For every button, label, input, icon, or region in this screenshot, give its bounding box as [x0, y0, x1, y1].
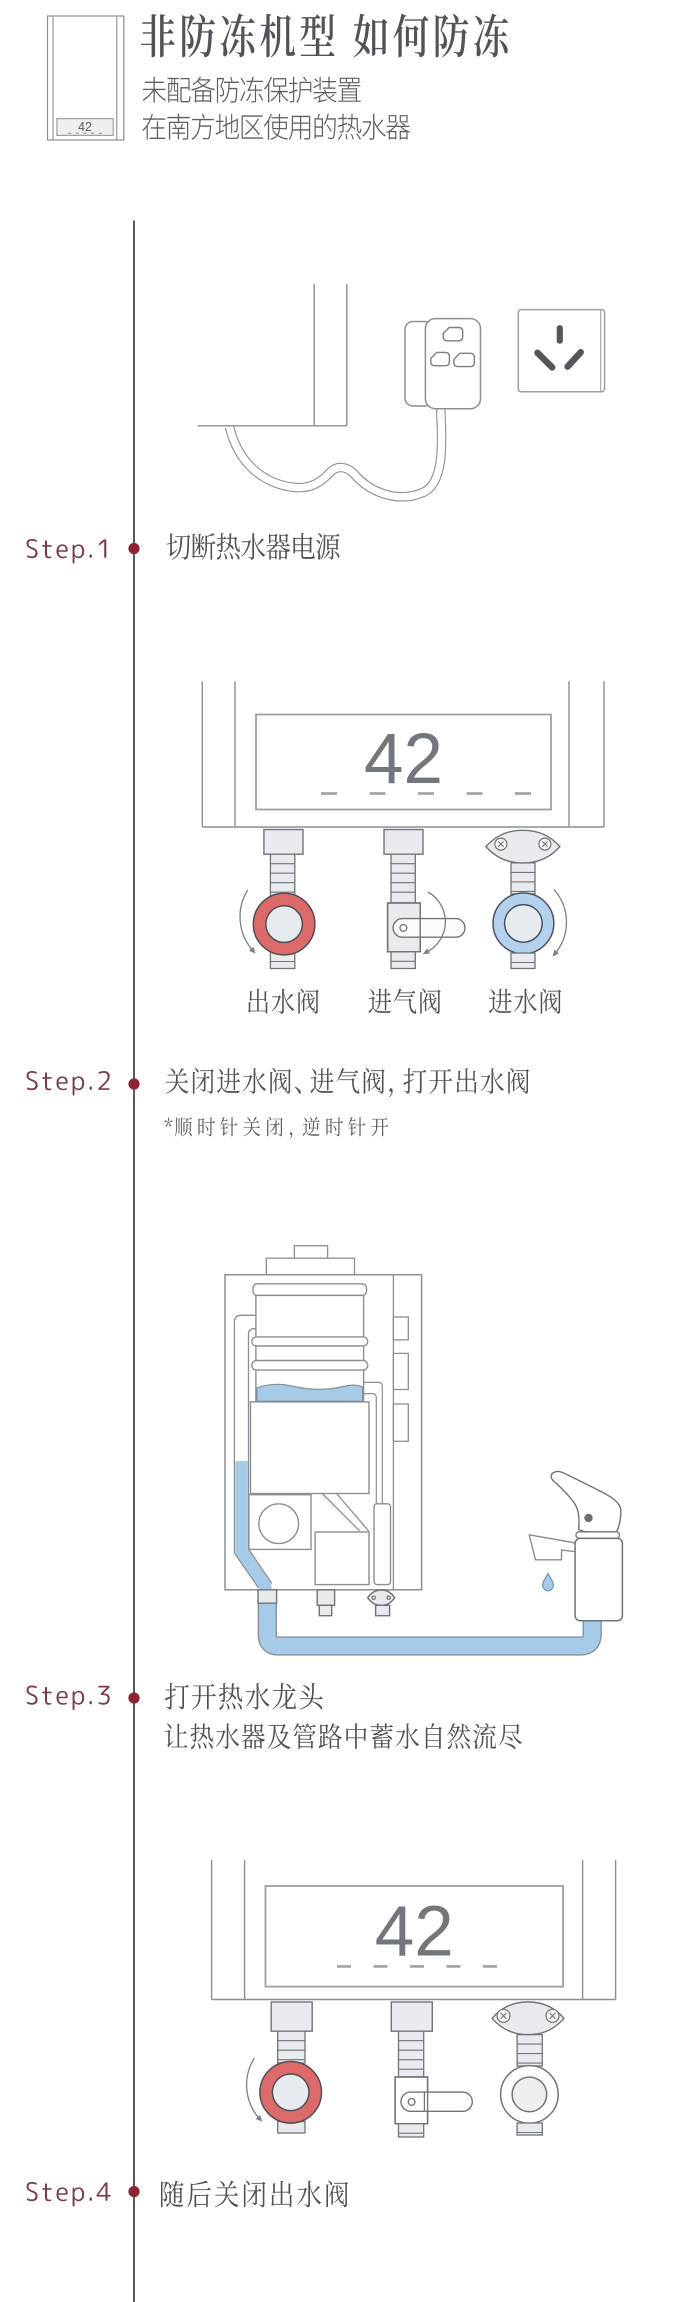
svg-text:42: 42 — [78, 120, 92, 134]
svg-text:42: 42 — [364, 720, 443, 799]
svg-text:42: 42 — [375, 1893, 454, 1972]
